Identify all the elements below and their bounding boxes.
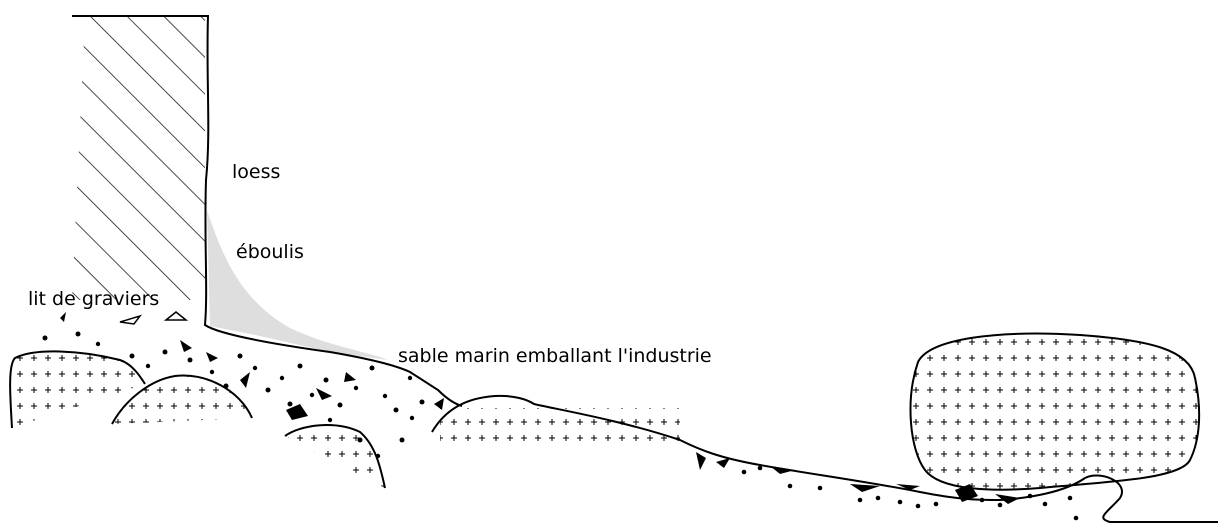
label-loess: loess: [232, 161, 280, 183]
scree-wedge: [207, 210, 388, 360]
loess-hatching: [72, 16, 205, 300]
boulder-lower: [285, 425, 385, 488]
platform-crosses: [440, 408, 680, 448]
label-lit-de-graviers: lit de graviers: [28, 288, 159, 310]
boulder-right: [911, 334, 1200, 490]
label-eboulis: éboulis: [236, 241, 304, 263]
label-sable-marin: sable marin emballant l'industrie: [398, 345, 712, 367]
